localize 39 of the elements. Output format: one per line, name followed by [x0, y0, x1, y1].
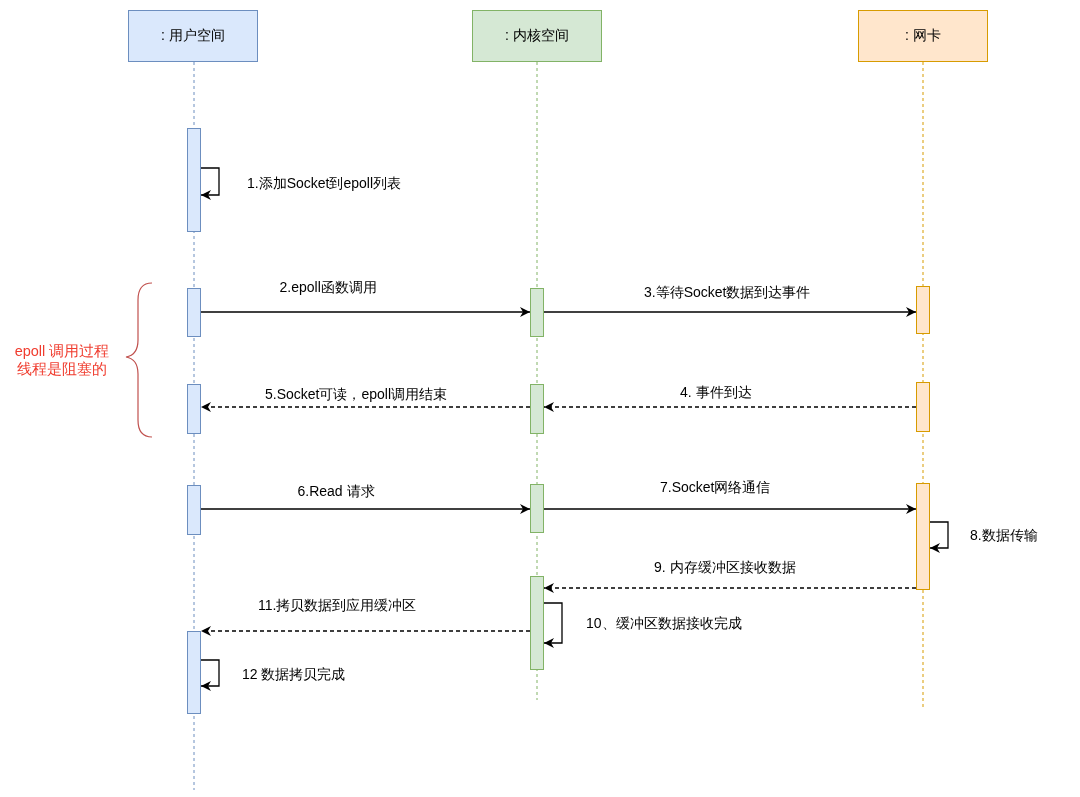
edge-label: 8.数据传输 — [968, 527, 1040, 543]
lifeline-header-box: : 内核空间 — [472, 10, 602, 62]
edge-label: 12 数据拷贝完成 — [240, 666, 348, 682]
arrow — [200, 402, 531, 412]
edge-label: 5.Socket可读，epoll调用结束 — [263, 386, 450, 402]
edge-label: 6.Read 请求 — [295, 483, 377, 499]
lifeline-header-box: : 网卡 — [858, 10, 988, 62]
arrow — [929, 521, 949, 553]
activation-bar — [187, 485, 201, 535]
edge-label: 4. 事件到达 — [678, 384, 754, 400]
arrow — [543, 602, 563, 648]
activation-bar — [916, 286, 930, 334]
arrow — [200, 626, 531, 636]
arrow — [543, 504, 917, 514]
arrow — [200, 307, 531, 317]
lifeline-header-box: : 用户空间 — [128, 10, 258, 62]
arrow — [543, 307, 917, 317]
edge-label: 11.拷贝数据到应用缓冲区 — [256, 597, 419, 613]
arrow — [543, 402, 917, 412]
edge-label: 1.添加Socket到epoll列表 — [245, 175, 404, 191]
edge-label: 3.等待Socket数据到达事件 — [642, 284, 813, 300]
activation-bar — [530, 288, 544, 337]
activation-bar — [187, 631, 201, 714]
edge-label: 2.epoll函数调用 — [277, 279, 379, 295]
arrow — [200, 504, 531, 514]
activation-bar — [530, 384, 544, 434]
edge-label: 7.Socket网络通信 — [658, 479, 773, 495]
activation-bar — [187, 384, 201, 434]
activation-bar — [530, 576, 544, 670]
activation-bar — [530, 484, 544, 533]
activation-bar — [187, 128, 201, 232]
activation-bar — [916, 483, 930, 590]
edge-label: 10、缓冲区数据接收完成 — [584, 615, 744, 631]
arrow — [200, 167, 220, 200]
activation-bar — [187, 288, 201, 337]
activation-bar — [916, 382, 930, 432]
edge-label: 9. 内存缓冲区接收数据 — [652, 559, 798, 575]
arrow — [543, 583, 917, 593]
arrow — [200, 659, 220, 691]
